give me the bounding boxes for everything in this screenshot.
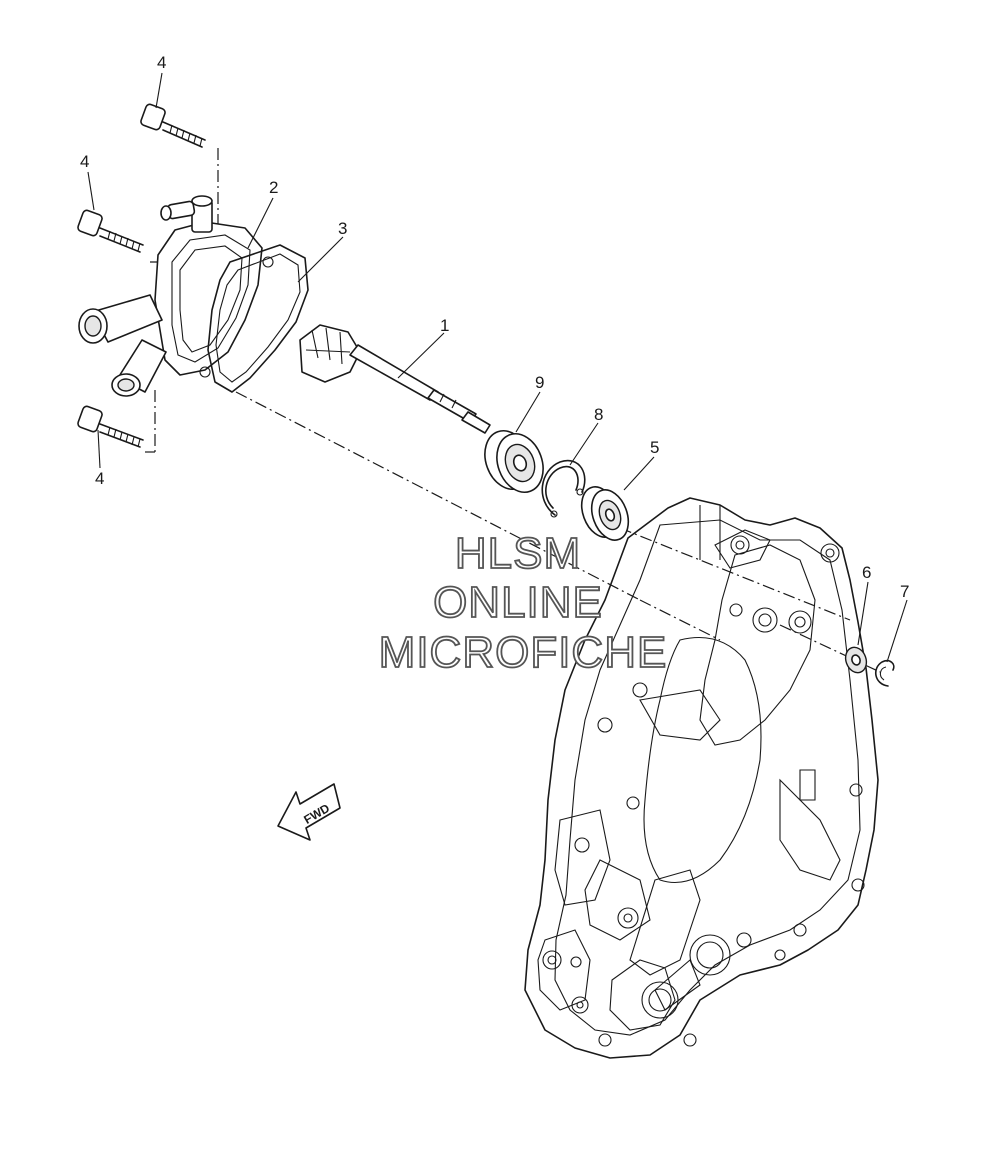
callout-4-bottom: 4 (95, 469, 104, 488)
bearing-9 (484, 430, 544, 493)
washer-6 (844, 646, 868, 674)
callout-1: 1 (440, 316, 449, 335)
fwd-arrow-icon: FWD (277, 783, 341, 841)
callout-4-top: 4 (157, 53, 166, 72)
gasket (207, 244, 309, 393)
crankcase-housing (524, 497, 879, 1059)
impeller-shaft (299, 324, 491, 434)
watermark-line-1: HLSM (455, 529, 581, 578)
callout-7: 7 (900, 582, 909, 601)
pump-housing (78, 195, 263, 397)
bolt-bottom (77, 405, 144, 448)
callout-9: 9 (535, 373, 544, 392)
callout-2: 2 (269, 178, 278, 197)
watermark: HLSM ONLINE MICROFICHE (378, 528, 668, 678)
bolt-top (140, 103, 206, 148)
callout-4-middle: 4 (80, 152, 89, 171)
callout-8: 8 (594, 405, 603, 424)
circlip-8 (541, 459, 586, 518)
clip-7 (875, 659, 895, 687)
callout-5: 5 (650, 438, 659, 457)
watermark-line-3: MICROFICHE (379, 628, 668, 677)
callout-6: 6 (862, 563, 871, 582)
leader-lines (87, 72, 908, 663)
bolt-middle (77, 209, 144, 253)
bearing-5 (580, 486, 630, 541)
callout-3: 3 (338, 219, 347, 238)
callout-numbers: 4 4 4 2 3 1 9 8 5 6 7 (80, 53, 909, 601)
watermark-line-2: ONLINE (433, 578, 603, 627)
